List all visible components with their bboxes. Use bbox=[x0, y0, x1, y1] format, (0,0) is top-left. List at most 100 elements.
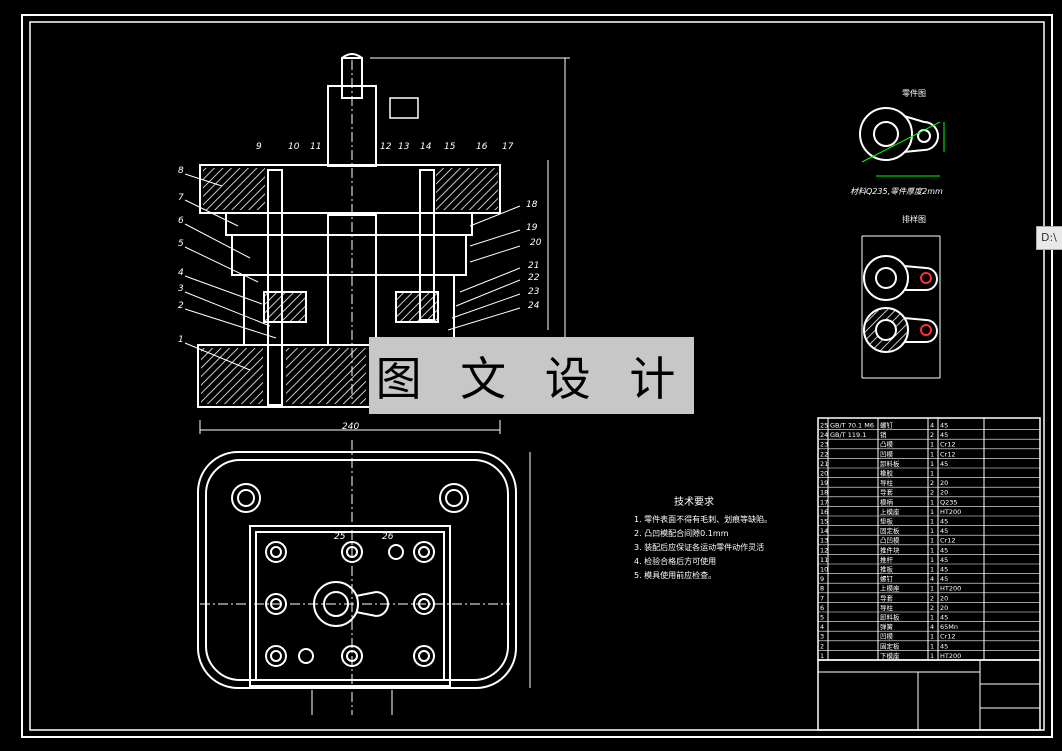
part-drawing bbox=[859, 107, 945, 177]
layout-title: 排样图 bbox=[902, 215, 926, 224]
bom-cell: 凹模 bbox=[880, 449, 894, 458]
bom-cell: 1 bbox=[930, 460, 934, 468]
bom-cell: 9 bbox=[820, 575, 824, 583]
material-note: 材料Q235,零件厚度2mm bbox=[850, 187, 943, 196]
tech-req-item: 1. 零件表面不得有毛刺、划痕等缺陷。 bbox=[634, 515, 773, 524]
callout-22: 22 bbox=[528, 273, 540, 283]
bom-cell: Q235 bbox=[940, 498, 958, 506]
bom-cell: 1 bbox=[930, 585, 934, 593]
bom-cell: 垫板 bbox=[880, 517, 894, 526]
bom-cell: 2 bbox=[930, 489, 934, 497]
callout-17: 17 bbox=[502, 142, 514, 152]
callout-1: 1 bbox=[178, 335, 184, 345]
bom-cell: 6 bbox=[820, 604, 824, 612]
bom-cell: 卸料板 bbox=[880, 459, 900, 468]
dimension-width: 240 bbox=[342, 422, 360, 432]
bom-cell: 2 bbox=[820, 642, 824, 650]
bom-cell: 5 bbox=[820, 614, 824, 622]
bom-cell: 下模座 bbox=[880, 651, 900, 660]
callout-20: 20 bbox=[530, 238, 542, 248]
bom-cell: 1 bbox=[930, 537, 934, 545]
callout-9: 9 bbox=[256, 142, 262, 152]
bom-cell: 20 bbox=[940, 479, 948, 487]
bom-cell: 10 bbox=[820, 566, 828, 574]
bom-cell: 橡胶 bbox=[880, 469, 894, 478]
bom-cell: 12 bbox=[820, 546, 828, 554]
bom-cell: 14 bbox=[820, 527, 828, 535]
layout-strip bbox=[861, 235, 941, 379]
file-path-tab[interactable]: D:\ bbox=[1036, 226, 1062, 250]
bom-cell: 1 bbox=[820, 652, 824, 660]
callout-15: 15 bbox=[444, 142, 456, 152]
bom-cell: 2 bbox=[930, 431, 934, 439]
bom-cell: 1 bbox=[930, 441, 934, 449]
bom-cell: 固定板 bbox=[880, 526, 900, 535]
bom-cell: 卸料板 bbox=[880, 613, 900, 622]
bom-cell: 3 bbox=[820, 633, 824, 641]
bom-cell: 20 bbox=[940, 489, 948, 497]
bom-cell: 1 bbox=[930, 470, 934, 478]
bom-cell: GB/T 119.1 bbox=[830, 431, 866, 439]
bom-cell: 45 bbox=[940, 556, 948, 564]
bom-cell: 1 bbox=[930, 614, 934, 622]
tech-req-item: 5. 模具使用前应检查。 bbox=[634, 571, 717, 580]
bom-cell: HT200 bbox=[940, 508, 961, 516]
bom-cell: 推件块 bbox=[880, 545, 900, 554]
bom-cell: 1 bbox=[930, 450, 934, 458]
callout-12: 12 bbox=[380, 142, 392, 152]
bom-cell: 8 bbox=[820, 585, 824, 593]
callout-4: 4 bbox=[178, 268, 184, 278]
section-view bbox=[184, 53, 570, 434]
technical-requirements: 技术要求 1. 零件表面不得有毛刺、划痕等缺陷。 2. 凸凹模配合间隙0.1mm… bbox=[634, 496, 772, 583]
bom-cell: 模柄 bbox=[880, 497, 894, 506]
bom-cell: 16 bbox=[820, 508, 828, 516]
callout-18: 18 bbox=[526, 200, 538, 210]
bom-table bbox=[817, 417, 1041, 731]
bom-cell: 1 bbox=[930, 566, 934, 574]
bom-cell: 2 bbox=[930, 594, 934, 602]
bom-cell: 45 bbox=[940, 642, 948, 650]
bom-cell: 1 bbox=[930, 556, 934, 564]
bom-cell: 4 bbox=[930, 422, 934, 430]
callout-5: 5 bbox=[178, 239, 184, 249]
bom-cell: Cr12 bbox=[940, 633, 955, 641]
callout-3: 3 bbox=[178, 284, 184, 294]
bom-cell: 导柱 bbox=[880, 478, 894, 487]
bom-cell: 17 bbox=[820, 498, 828, 506]
bom-cell: GB/T 70.1 M6 bbox=[830, 422, 874, 430]
bom-cell: 45 bbox=[940, 518, 948, 526]
bom-cell: 1 bbox=[930, 498, 934, 506]
outer-frame bbox=[21, 14, 1053, 738]
bom-cell: Cr12 bbox=[940, 450, 955, 458]
bom-cell: 凸模 bbox=[880, 440, 894, 449]
callout-26: 26 bbox=[382, 532, 394, 542]
bom-cell: 1 bbox=[930, 508, 934, 516]
callout-25: 25 bbox=[334, 532, 346, 542]
bom-cell: 螺钉 bbox=[880, 421, 894, 430]
bom-cell: 1 bbox=[930, 518, 934, 526]
bom-cell: 45 bbox=[940, 575, 948, 583]
callout-6: 6 bbox=[178, 216, 184, 226]
bom-cell: 13 bbox=[820, 537, 828, 545]
bom-cell: 11 bbox=[820, 556, 828, 564]
bom-cell: 45 bbox=[940, 614, 948, 622]
callout-19: 19 bbox=[526, 223, 538, 233]
inner-frame bbox=[29, 21, 1045, 731]
bom-cell: 推杆 bbox=[880, 555, 894, 564]
bom-cell: 推板 bbox=[880, 565, 894, 574]
bom-cell: 上模座 bbox=[880, 507, 900, 516]
bom-cell: Cr12 bbox=[940, 537, 955, 545]
bom-cell: Cr12 bbox=[940, 441, 955, 449]
bom-cell: 上模座 bbox=[880, 584, 900, 593]
callout-11: 11 bbox=[310, 142, 322, 152]
bom-cell: 导套 bbox=[880, 488, 894, 497]
bom-cell: 1 bbox=[930, 633, 934, 641]
bom-cell: HT200 bbox=[940, 585, 961, 593]
watermark: 图 文 设 计 bbox=[369, 337, 694, 414]
bom-cell: 4 bbox=[930, 623, 934, 631]
callout-8: 8 bbox=[178, 166, 184, 176]
bom-cell: 导套 bbox=[880, 593, 894, 602]
bom-cell: 25 bbox=[820, 422, 828, 430]
callout-13: 13 bbox=[398, 142, 410, 152]
